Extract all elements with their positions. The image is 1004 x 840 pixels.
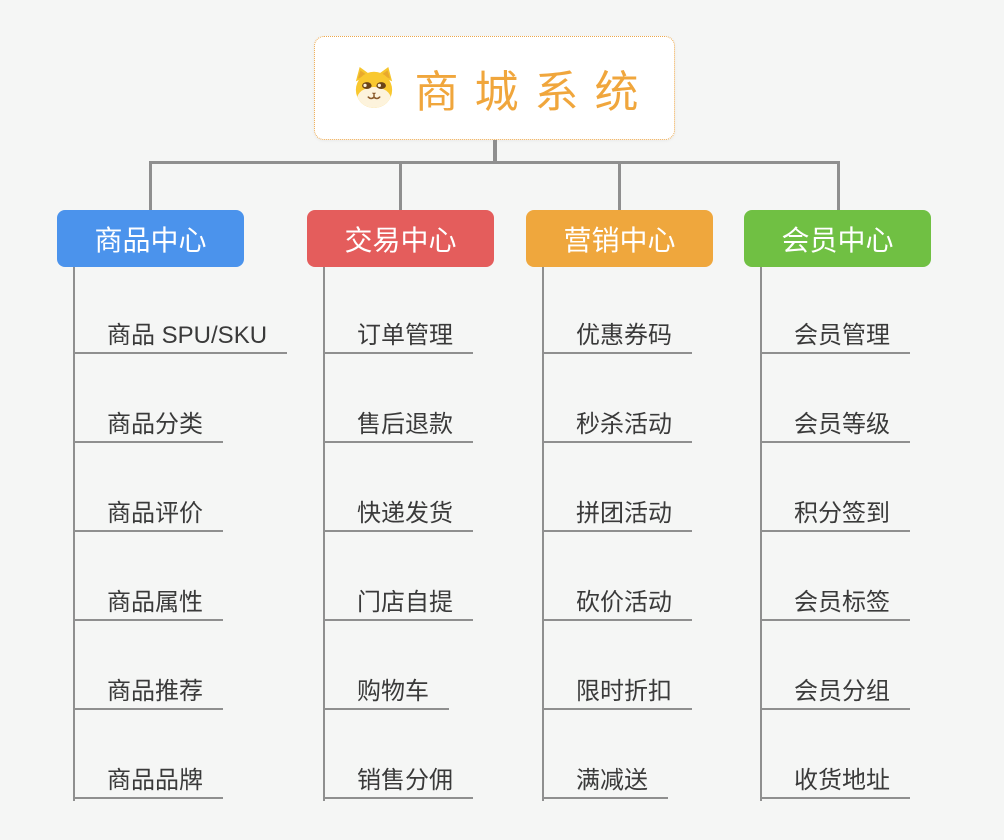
children-line-trade [323, 267, 325, 801]
leaf-node[interactable]: 商品品牌 [73, 764, 223, 799]
leaf-node[interactable]: 会员等级 [760, 408, 910, 443]
children-line-marketing [542, 267, 544, 801]
leaf-node[interactable]: 满减送 [542, 764, 668, 799]
connector-stub-product [149, 161, 152, 210]
leaf-node[interactable]: 拼团活动 [542, 497, 692, 532]
leaf-node[interactable]: 商品分类 [73, 408, 223, 443]
branch-label: 商品中心 [94, 224, 207, 256]
branch-label: 营销中心 [563, 224, 676, 256]
leaf-node[interactable]: 商品推荐 [73, 675, 223, 710]
children-line-product [73, 267, 75, 801]
root-node[interactable]: 商城系统 [314, 36, 675, 140]
dog-face-icon [355, 67, 392, 109]
leaf-node[interactable]: 会员管理 [760, 319, 910, 354]
root-node-title: 商城系统 [414, 68, 655, 117]
leaf-node[interactable]: 砍价活动 [542, 586, 692, 621]
leaf-node[interactable]: 售后退款 [323, 408, 473, 443]
leaf-node[interactable]: 积分签到 [760, 497, 910, 532]
branch-label: 会员中心 [781, 224, 894, 256]
leaf-node[interactable]: 收货地址 [760, 764, 910, 799]
connector-stub-trade [399, 161, 402, 210]
branch-node-product[interactable]: 商品中心 [57, 210, 244, 267]
leaf-node[interactable]: 秒杀活动 [542, 408, 692, 443]
leaf-node[interactable]: 商品属性 [73, 586, 223, 621]
leaf-node[interactable]: 会员标签 [760, 586, 910, 621]
leaf-node[interactable]: 销售分佣 [323, 764, 473, 799]
connector-branch-rail [149, 161, 840, 164]
leaf-node[interactable]: 限时折扣 [542, 675, 692, 710]
branch-node-marketing[interactable]: 营销中心 [526, 210, 713, 267]
leaf-node[interactable]: 商品 SPU/SKU [73, 319, 288, 354]
children-line-member [760, 267, 762, 801]
connector-stub-member [837, 161, 840, 210]
branch-node-trade[interactable]: 交易中心 [307, 210, 494, 267]
connector-root-stem [493, 140, 497, 164]
connector-stub-marketing [618, 161, 621, 210]
leaf-node[interactable]: 购物车 [323, 675, 449, 710]
leaf-node[interactable]: 商品评价 [73, 497, 223, 532]
leaf-node[interactable]: 快递发货 [323, 497, 473, 532]
leaf-node[interactable]: 优惠券码 [542, 319, 692, 354]
branch-label: 交易中心 [344, 224, 457, 256]
leaf-node[interactable]: 订单管理 [323, 319, 473, 354]
leaf-node[interactable]: 门店自提 [323, 586, 473, 621]
leaf-node[interactable]: 会员分组 [760, 675, 910, 710]
branch-node-member[interactable]: 会员中心 [744, 210, 931, 267]
